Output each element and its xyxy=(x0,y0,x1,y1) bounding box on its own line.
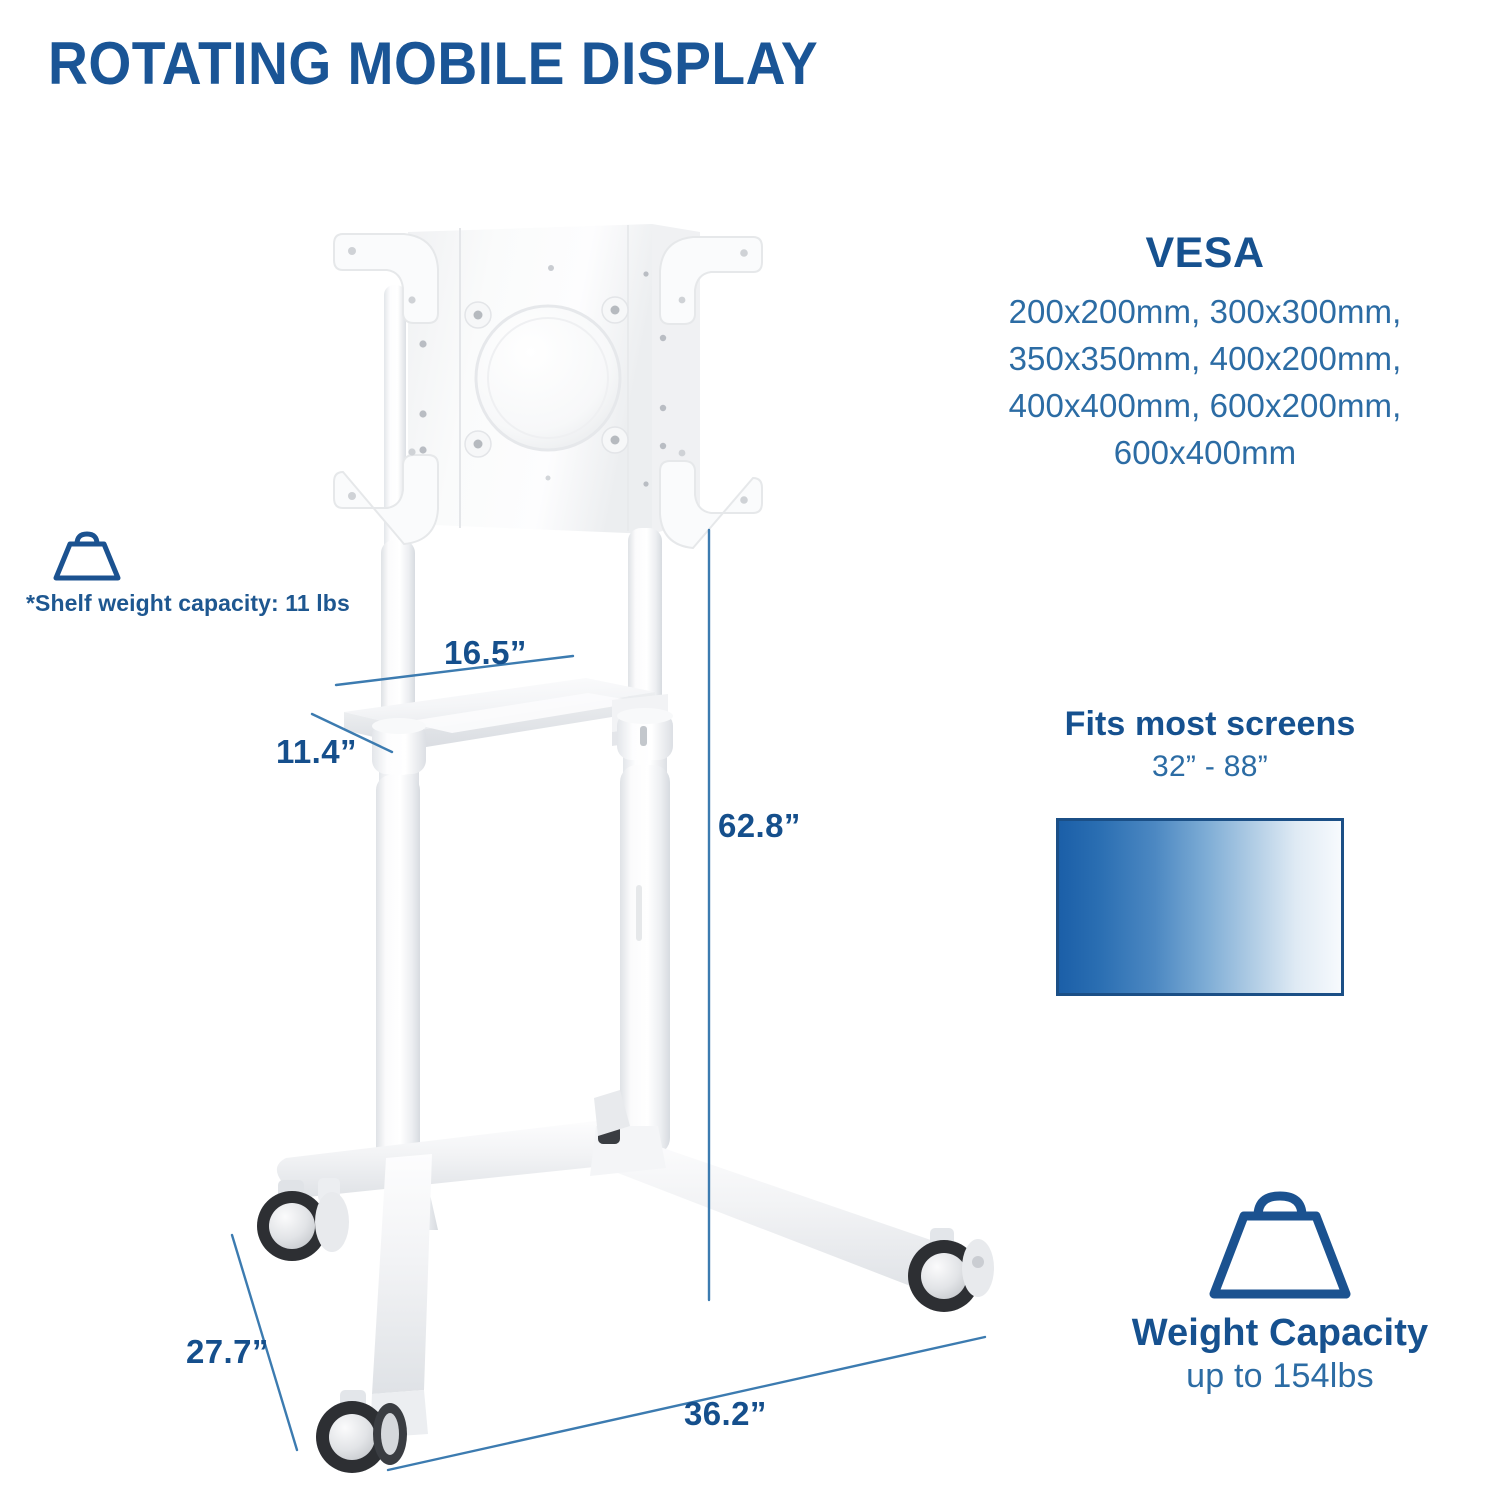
corner-bracket-bottom-right xyxy=(659,449,763,550)
left-post xyxy=(376,285,438,1230)
fits-screens-section: Fits most screens 32” - 88” xyxy=(1000,705,1420,784)
shelf-weight-callout: *Shelf weight capacity: 11 lbs xyxy=(26,528,350,617)
dimension-shelf-depth: 11.4” xyxy=(276,733,357,770)
screen-gradient-swatch xyxy=(1056,818,1344,996)
vesa-section: VESA 200x200mm, 300x300mm, 350x350mm, 40… xyxy=(955,229,1455,477)
weight-capacity-section: Weight Capacity up to 154lbs xyxy=(1095,1190,1465,1396)
vesa-sizes-list: 200x200mm, 300x300mm, 350x350mm, 400x200… xyxy=(955,289,1455,476)
corner-bracket-top-left xyxy=(333,233,439,324)
vesa-sizes-line-1: 200x200mm, 300x300mm, xyxy=(1008,293,1402,331)
weight-capacity-value: up to 154lbs xyxy=(1186,1357,1374,1395)
accessory-shelf xyxy=(344,678,668,748)
vesa-sizes-line-2: 350x350mm, 400x200mm, xyxy=(1008,340,1402,378)
shelf-collar-right xyxy=(617,708,673,760)
dimension-base-depth: 27.7” xyxy=(186,1333,269,1370)
corner-bracket-bottom-left xyxy=(333,448,439,546)
weight-capacity-title: Weight Capacity xyxy=(1131,1312,1429,1354)
fits-screens-range: 32” - 88” xyxy=(1151,750,1269,783)
dimension-overall-height: 62.8” xyxy=(718,807,801,844)
vesa-sizes-line-3: 400x400mm, 600x200mm, xyxy=(1008,387,1402,425)
dimension-leader-lines xyxy=(230,528,987,1472)
caster-front-right xyxy=(908,1228,994,1312)
page-title: ROTATING MOBILE DISPLAY xyxy=(48,30,819,97)
base-frame xyxy=(276,1090,964,1438)
vesa-mount-plate xyxy=(408,224,700,534)
weight-icon xyxy=(53,531,121,581)
shelf-collar-left xyxy=(372,718,426,774)
right-post xyxy=(620,528,670,1155)
dimension-base-width: 36.2” xyxy=(684,1395,767,1432)
caster-front-left xyxy=(316,1390,407,1473)
caster-rear xyxy=(257,1178,349,1261)
vesa-heading: VESA xyxy=(1145,229,1265,277)
dimension-shelf-width: 16.5” xyxy=(444,634,527,671)
vesa-sizes-line-4: 600x400mm xyxy=(1113,433,1297,471)
shelf-weight-label: *Shelf weight capacity: 11 lbs xyxy=(26,590,350,616)
weight-icon xyxy=(1209,1191,1351,1299)
corner-bracket-top-right xyxy=(659,236,763,325)
fits-screens-heading: Fits most screens xyxy=(1064,705,1356,743)
